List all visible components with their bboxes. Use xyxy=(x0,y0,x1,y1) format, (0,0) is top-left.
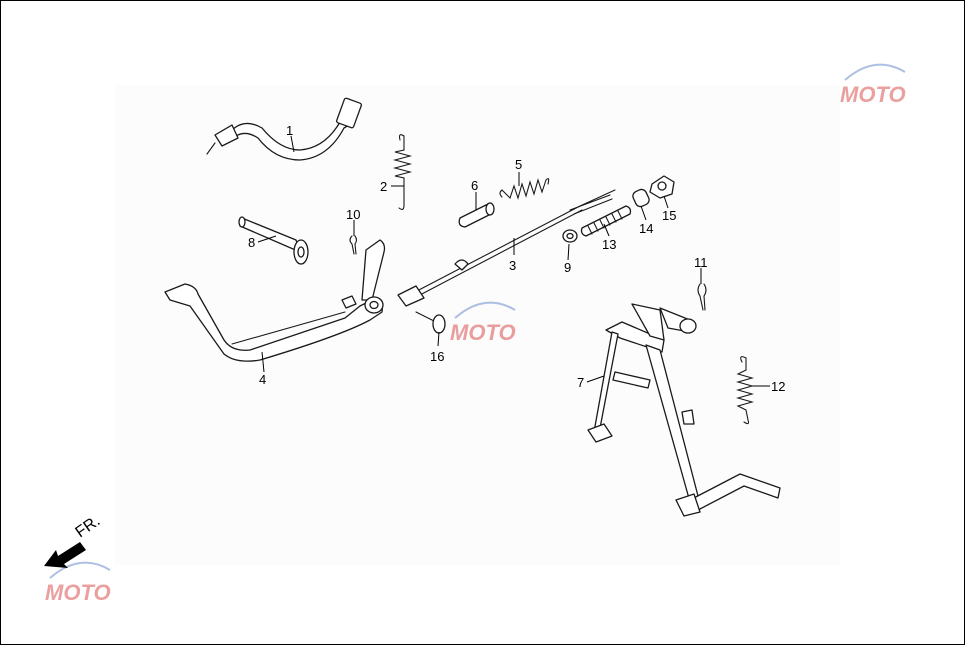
watermark-text: MOTO xyxy=(840,82,906,107)
part-label-2: 2 xyxy=(380,179,387,194)
collar-icon xyxy=(458,202,495,228)
watermark-text: MOTO xyxy=(45,580,111,605)
moto-logo-icon: MOTO xyxy=(45,561,111,605)
part-label-15: 15 xyxy=(662,208,676,223)
spring-icon xyxy=(580,205,632,237)
part-label-16: 16 xyxy=(430,349,444,364)
brake-pedal-icon xyxy=(164,239,386,362)
pivot-shaft-icon xyxy=(238,216,309,265)
spring-icon xyxy=(392,134,413,210)
joint-icon xyxy=(632,188,650,208)
part-label-7: 7 xyxy=(577,375,584,390)
part-label-9: 9 xyxy=(564,260,571,275)
cotter-pin-icon xyxy=(697,283,707,311)
part-label-4: 4 xyxy=(259,372,266,387)
part-label-11: 11 xyxy=(694,255,708,270)
washer-icon xyxy=(562,229,578,243)
wiring-harness-icon xyxy=(206,97,362,161)
main-stand-icon xyxy=(587,303,781,517)
moto-logo-icon: MOTO xyxy=(840,63,906,107)
spring-icon xyxy=(499,178,550,200)
part-label-3: 3 xyxy=(509,258,516,273)
part-label-6: 6 xyxy=(471,178,478,193)
part-label-8: 8 xyxy=(248,235,255,250)
watermark-text: MOTO xyxy=(450,320,516,345)
part-label-14: 14 xyxy=(639,221,653,236)
part-label-1: 1 xyxy=(286,123,293,138)
front-direction-label: FR. xyxy=(73,513,104,542)
moto-logo-icon: MOTO xyxy=(450,301,516,345)
cotter-pin-icon xyxy=(349,235,358,255)
part-label-12: 12 xyxy=(771,379,785,394)
part-label-10: 10 xyxy=(346,207,360,222)
part-label-13: 13 xyxy=(602,237,616,252)
front-arrow-icon xyxy=(44,542,86,568)
spring-icon xyxy=(735,356,755,425)
brake-rod-icon xyxy=(397,189,616,307)
leader-lines xyxy=(257,135,770,387)
adjusting-nut-icon xyxy=(649,175,675,199)
part-label-5: 5 xyxy=(515,157,522,172)
